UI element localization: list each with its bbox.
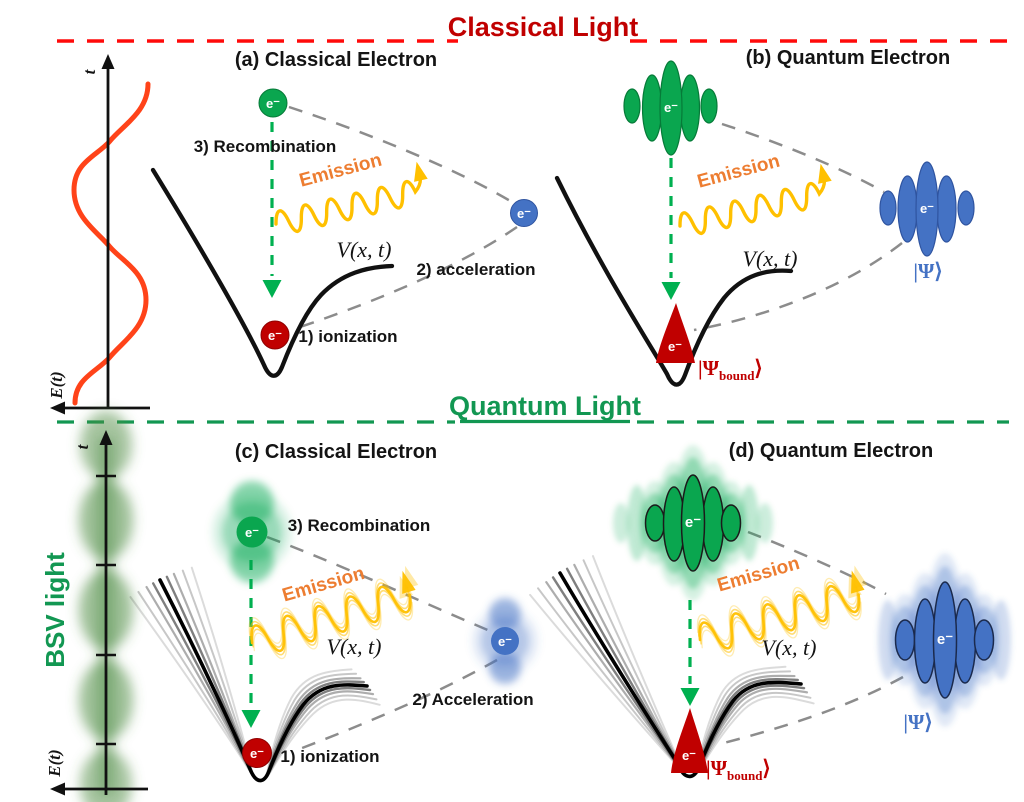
electron-label: e⁻ xyxy=(250,746,264,761)
potential-well-b xyxy=(554,175,794,387)
emission-wave-bundle-d xyxy=(692,565,868,664)
psi-bound-label-d: |Ψbound⟩ xyxy=(706,756,771,783)
panel-d: (d) Quantum Electron xyxy=(529,440,1011,797)
panel-c-title: (c) Classical Electron xyxy=(235,441,437,463)
electron-label: e⁻ xyxy=(685,514,701,531)
panel-b: (b) Quantum Electron e⁻ e⁻ e⁻ xyxy=(554,47,975,387)
emission-wave-arrowhead-a xyxy=(414,161,428,182)
electron-label: e⁻ xyxy=(664,100,678,115)
panel-d-title: (d) Quantum Electron xyxy=(729,440,933,462)
time-axis-arrowhead xyxy=(101,54,115,69)
trajectory-ionized-d xyxy=(747,530,887,596)
divider-quantum-light: Quantum Light xyxy=(57,391,1009,424)
electron-label: e⁻ xyxy=(937,631,953,648)
recombination-arrowhead-a xyxy=(262,280,282,298)
potential-label-b: V(x, t) xyxy=(743,246,798,271)
step1-label-a: 1) ionization xyxy=(298,327,397,346)
trajectory-ionized-c xyxy=(266,535,491,633)
time-axis-label: t xyxy=(80,68,99,74)
electron-red-c xyxy=(242,738,272,768)
trajectory-ionized-b xyxy=(721,122,885,194)
electron-blue-c xyxy=(491,627,519,655)
step3-label-a: 3) Recombination xyxy=(194,137,337,156)
emission-arrowhead-d xyxy=(851,570,865,594)
electron-green-a xyxy=(258,88,288,118)
electron-label: e⁻ xyxy=(268,328,282,343)
potential-well-a xyxy=(150,167,395,378)
quantum-light-title: Quantum Light xyxy=(449,391,641,421)
bsv-light-label: BSV light xyxy=(40,552,70,668)
emission-wave-a xyxy=(271,161,428,238)
trajectory-return-b xyxy=(693,242,903,332)
trajectory-return-a xyxy=(299,225,518,329)
potential-label-c: V(x, t) xyxy=(327,634,382,659)
bsv-field-axis-arrowhead xyxy=(50,782,65,796)
recombination-arrowhead-b xyxy=(661,282,681,300)
step2-label-a: 2) acceleration xyxy=(416,260,535,279)
emission-wave-bundle-c xyxy=(244,565,419,667)
psi-free-label-d: |Ψ⟩ xyxy=(903,710,932,734)
bound-state-cone-b xyxy=(656,303,695,363)
field-axis-label: E(t) xyxy=(47,371,66,399)
bound-state-cone-d xyxy=(671,708,708,773)
bsv-field-axis-label: E(t) xyxy=(45,749,64,777)
wavepacket-green-b xyxy=(623,60,718,156)
electron-label: e⁻ xyxy=(517,206,531,221)
emission-arrowhead-c xyxy=(402,570,416,594)
trajectory-return-c xyxy=(296,658,498,752)
electron-label: e⁻ xyxy=(920,201,934,216)
trajectory-ionized-a xyxy=(288,105,513,204)
emission-label-b: Emission xyxy=(695,151,782,193)
emission-wave-b xyxy=(675,163,832,240)
panel-a: (a) Classical Electron e⁻ e⁻ e⁻ 3) Recom… xyxy=(150,49,538,378)
panel-a-title: (a) Classical Electron xyxy=(235,49,437,71)
bsv-time-axis-arrowhead xyxy=(99,430,113,445)
electron-label: e⁻ xyxy=(498,634,512,649)
recombination-arrowhead-d xyxy=(680,688,700,706)
panel-b-title: (b) Quantum Electron xyxy=(746,47,950,69)
field-axis-arrowhead xyxy=(50,401,65,415)
wavepacket-green-d xyxy=(644,474,742,572)
electron-red-a xyxy=(260,320,290,350)
wavepacket-blue-d xyxy=(894,581,995,699)
step2-label-c: 2) Acceleration xyxy=(412,690,533,709)
divider-classical-light: Classical Light xyxy=(57,12,1009,43)
step1-label-c: 1) ionization xyxy=(280,747,379,766)
emission-wave-arrowhead-b xyxy=(818,163,832,184)
psi-free-label-b: |Ψ⟩ xyxy=(913,259,942,283)
electron-blue-a xyxy=(510,199,538,227)
psi-bound-label-b: |Ψbound⟩ xyxy=(698,356,763,383)
potential-label-d: V(x, t) xyxy=(762,635,817,660)
electron-green-c xyxy=(236,516,268,548)
step3-label-c: 3) Recombination xyxy=(288,516,431,535)
panel-c: (c) Classical Electron xyxy=(129,441,538,800)
emission-label-c: Emission xyxy=(280,563,367,606)
classical-field-sine-wave xyxy=(71,81,151,406)
wavepacket-blue-b xyxy=(879,161,975,257)
electron-label: e⁻ xyxy=(266,96,280,111)
bsv-axis-ticks xyxy=(96,474,116,746)
classical-light-title: Classical Light xyxy=(448,12,639,42)
potential-label-a: V(x, t) xyxy=(337,237,392,262)
electron-label: e⁻ xyxy=(245,525,259,540)
electron-label: e⁻ xyxy=(682,748,696,763)
classical-field-plot: t E(t) xyxy=(47,54,151,415)
bsv-field-plot: t E(t) BSV light xyxy=(40,411,148,802)
bsv-time-axis-label: t xyxy=(73,443,92,449)
electron-label: e⁻ xyxy=(668,339,682,354)
recombination-arrowhead-c xyxy=(241,710,261,728)
